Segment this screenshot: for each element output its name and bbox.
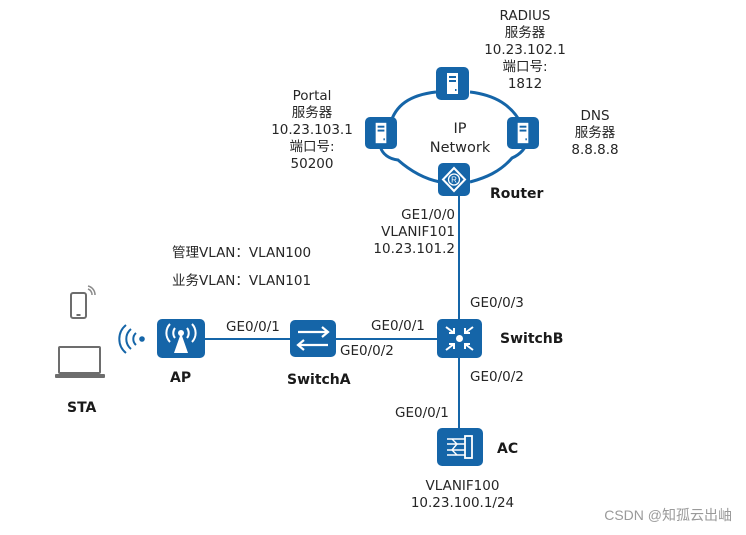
radius-name: RADIUS — [499, 8, 551, 24]
phone-icon — [70, 285, 96, 319]
portal-port-label: 端口号: — [289, 139, 335, 155]
switchb-port-up: GE0/0/3 — [470, 295, 524, 311]
switchb-port-down: GE0/0/2 — [470, 369, 524, 385]
service-vlan-note: 业务VLAN：VLAN101 — [172, 273, 312, 289]
switchb-name: SwitchB — [500, 331, 564, 347]
dns-ip: 8.8.8.8 — [571, 142, 619, 158]
ac-port: GE0/0/1 — [395, 405, 449, 421]
sta-name: STA — [67, 400, 97, 416]
portal-ip: 10.23.103.1 — [271, 122, 353, 138]
radius-ip: 10.23.102.1 — [484, 42, 566, 58]
router-icon[interactable]: R — [438, 163, 470, 196]
router-if-ip: 10.23.101.2 — [373, 241, 455, 257]
router-if-port: GE1/0/0 — [401, 207, 455, 223]
radius-label: RADIUS 服务器 10.23.102.1 端口号: 1812 — [480, 8, 570, 93]
portal-port: 50200 — [290, 156, 334, 172]
ap-name: AP — [170, 370, 192, 386]
ip-network-line1: IP — [453, 121, 467, 137]
ap-icon[interactable] — [157, 319, 205, 358]
ac-ip: 10.23.100.1/24 — [410, 495, 515, 511]
router-name: Router — [490, 186, 544, 202]
switcha-icon[interactable] — [290, 320, 336, 357]
ac-icon[interactable] — [437, 428, 483, 466]
watermark: CSDN @知孤云出岫 — [604, 507, 732, 523]
switcha-name: SwitchA — [287, 372, 351, 388]
svg-text:R: R — [451, 176, 457, 185]
switchb-port-to-a: GE0/0/1 — [371, 318, 425, 334]
switchb-icon[interactable] — [437, 319, 482, 358]
wireless-signal-icon — [118, 324, 145, 354]
dns-role: 服务器 — [574, 125, 616, 141]
ap-port: GE0/0/1 — [226, 319, 280, 335]
dns-label: DNS 服务器 8.8.8.8 — [555, 108, 635, 159]
laptop-icon — [55, 346, 105, 378]
mgmt-vlan-note: 管理VLAN：VLAN100 — [172, 245, 312, 261]
radius-port: 1812 — [507, 76, 543, 92]
ac-name: AC — [497, 441, 519, 457]
radius-port-label: 端口号: — [502, 59, 548, 75]
portal-label: Portal 服务器 10.23.103.1 端口号: 50200 — [262, 88, 362, 173]
radius-server-icon[interactable] — [436, 67, 469, 100]
radius-role: 服务器 — [504, 25, 546, 41]
portal-server-icon[interactable] — [365, 117, 397, 149]
portal-role: 服务器 — [291, 105, 333, 121]
switcha-port-to-b: GE0/0/2 — [340, 343, 394, 359]
dns-server-icon[interactable] — [507, 117, 539, 149]
router-if-vlan: VLANIF101 — [381, 224, 455, 240]
ac-vlanif: VLANIF100 — [425, 478, 500, 494]
ip-network-label: IP Network — [420, 120, 500, 158]
dns-name: DNS — [580, 108, 610, 124]
portal-name: Portal — [292, 88, 332, 104]
ac-interface-label: VLANIF100 10.23.100.1/24 — [400, 478, 525, 512]
ip-network-line2: Network — [429, 140, 491, 156]
router-interface-label: GE1/0/0 VLANIF101 10.23.101.2 — [355, 207, 455, 258]
